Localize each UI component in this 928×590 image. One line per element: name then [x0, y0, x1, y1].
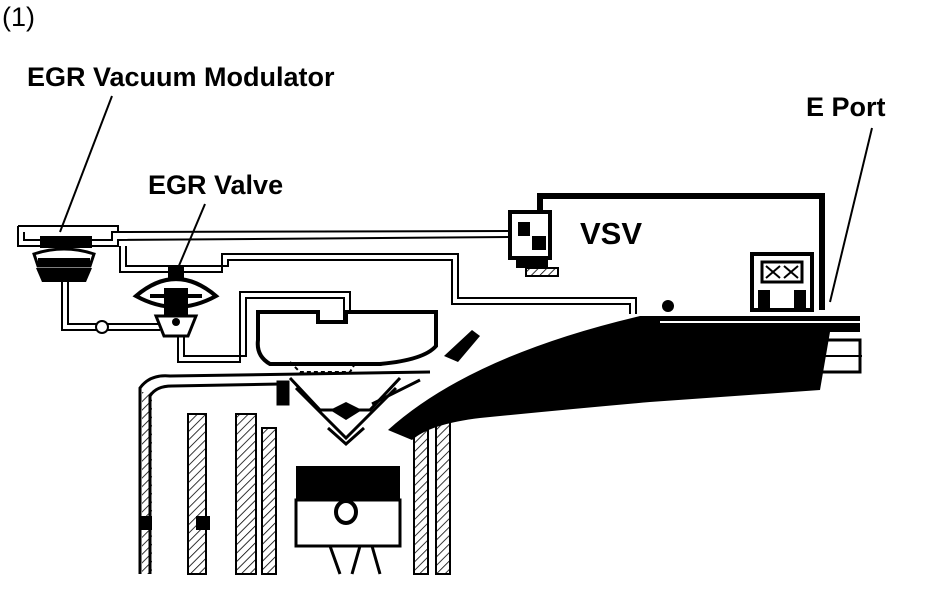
piston — [296, 466, 400, 574]
valve-cover — [258, 312, 480, 372]
egr-vacuum-modulator — [34, 236, 94, 282]
vsv — [510, 212, 558, 276]
intake-manifold — [388, 316, 860, 440]
label-e-port: E Port — [806, 92, 886, 123]
egr-valve — [136, 266, 216, 336]
label-egr-valve: EGR Valve — [148, 170, 283, 201]
throttle-body — [752, 254, 812, 310]
label-egr-vacuum-modulator: EGR Vacuum Modulator — [27, 62, 335, 93]
figure-number: (1) — [2, 2, 35, 33]
label-vsv: VSV — [580, 216, 642, 252]
